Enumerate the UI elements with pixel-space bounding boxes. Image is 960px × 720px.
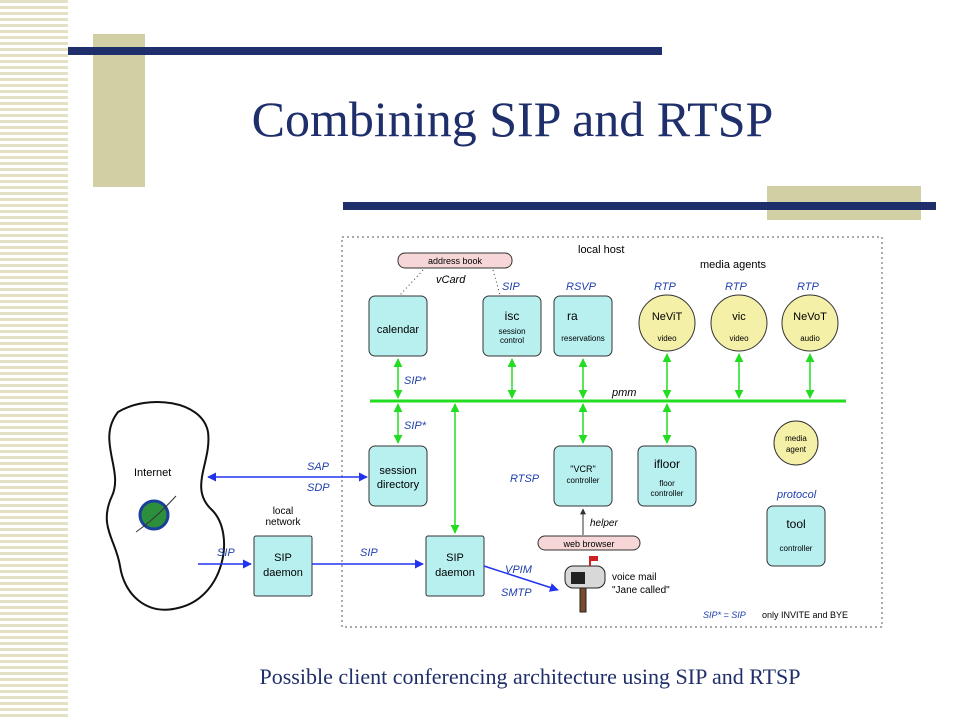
helper-label: helper: [590, 518, 618, 529]
protocol-label: protocol: [776, 489, 817, 501]
title-rule-top: [68, 47, 662, 55]
isc-label: isc: [505, 309, 520, 323]
media-agent-label-2: agent: [786, 445, 807, 454]
voice-mail-label-1: voice mail: [612, 572, 656, 583]
striped-margin: [0, 0, 68, 720]
vic-label: vic: [732, 311, 746, 323]
sip-daemon-network-box: [253, 535, 313, 597]
media-agent-label-1: media: [785, 434, 807, 443]
rtp-label-nevit: RTP: [654, 281, 676, 293]
vic-video-label: video: [729, 334, 749, 343]
tool-controller-label: controller: [780, 544, 813, 553]
vcr-controller-box: [553, 445, 613, 507]
reservations-label: reservations: [561, 334, 605, 343]
globe-orbit-icon: [135, 495, 177, 533]
ra-label: ra: [567, 309, 578, 323]
vcard-link-right: [492, 269, 501, 296]
address-book-box: [397, 252, 513, 269]
media-agents-label: media agents: [700, 259, 767, 271]
media-agent: [773, 420, 819, 466]
sip-daemon-host-label-1: SIP: [446, 552, 464, 564]
rtp-label-nevot: RTP: [797, 281, 819, 293]
nevit-video-label: video: [657, 334, 677, 343]
legend-invite-bye: only INVITE and BYE: [762, 610, 848, 620]
nevot-audio-label: audio: [800, 334, 820, 343]
web-browser-label: web browser: [562, 539, 614, 549]
sip-label-internet: SIP: [217, 547, 235, 559]
session-dir-label-1: session: [379, 465, 416, 477]
legend-sip-star: SIP* = SIP: [703, 610, 746, 620]
sip-label-daemon: SIP: [360, 547, 378, 559]
web-browser-box: [537, 535, 641, 551]
sip-daemon-host-box: [425, 535, 485, 597]
nevit-label: NeViT: [652, 311, 683, 323]
calendar-label: calendar: [377, 324, 420, 336]
vcard-label: vCard: [436, 274, 466, 286]
slide-caption: Possible client conferencing architectur…: [259, 664, 801, 689]
rtsp-label: RTSP: [510, 473, 540, 485]
sip-daemon-network-label-1: SIP: [274, 552, 292, 564]
isc-session-label: session: [498, 327, 525, 336]
sip-label-isc: SIP: [502, 281, 520, 293]
floor-controller-label: controller: [651, 489, 684, 498]
local-host-label: local host: [578, 244, 624, 256]
nevit-agent: [638, 294, 696, 352]
slide-title: Combining SIP and RTSP: [251, 91, 774, 147]
title-rule-bottom: [343, 202, 936, 210]
sap-label: SAP: [307, 461, 330, 473]
sdp-label: SDP: [307, 482, 330, 494]
ifloor-box: [637, 445, 697, 507]
sip-daemon-network-label-2: daemon: [263, 567, 303, 579]
sip-daemon-host-label-2: daemon: [435, 567, 475, 579]
rtp-label-vic: RTP: [725, 281, 747, 293]
vcr-label-2: controller: [567, 476, 600, 485]
tool-label: tool: [786, 517, 805, 531]
local-host-frame: [341, 236, 883, 628]
sip-star-label-upper: SIP*: [404, 375, 427, 387]
local-network-label-1: local: [273, 506, 294, 517]
voice-mail-label-2: "Jane called": [612, 585, 670, 596]
internet-label: Internet: [134, 467, 171, 479]
calendar-box: [368, 295, 428, 357]
nevot-agent: [781, 294, 839, 352]
local-network-label-2: network: [265, 517, 301, 528]
ra-box: [553, 295, 613, 357]
globe-icon: [138, 499, 170, 531]
session-dir-label-2: directory: [377, 479, 420, 491]
isc-control-label: control: [500, 336, 524, 345]
session-directory-box: [368, 445, 428, 507]
pmm-label: pmm: [611, 387, 636, 399]
vic-agent: [710, 294, 768, 352]
sip-star-label-lower: SIP*: [404, 420, 427, 432]
floor-label: floor: [659, 479, 675, 488]
ifloor-label: ifloor: [654, 457, 680, 471]
rsvp-label: RSVP: [566, 281, 597, 293]
nevot-label: NeVoT: [793, 311, 827, 323]
voice-mail-link: [483, 565, 559, 592]
vcard-link-left: [399, 269, 424, 296]
isc-box: [482, 295, 542, 357]
mailbox-icon: [564, 556, 606, 613]
vcr-label-1: "VCR": [570, 464, 595, 474]
khaki-block-top: [93, 34, 145, 187]
address-book-label: address book: [428, 256, 483, 266]
tool-box: [766, 505, 826, 567]
smtp-label: SMTP: [501, 587, 532, 599]
vpim-label: VPIM: [505, 564, 533, 576]
